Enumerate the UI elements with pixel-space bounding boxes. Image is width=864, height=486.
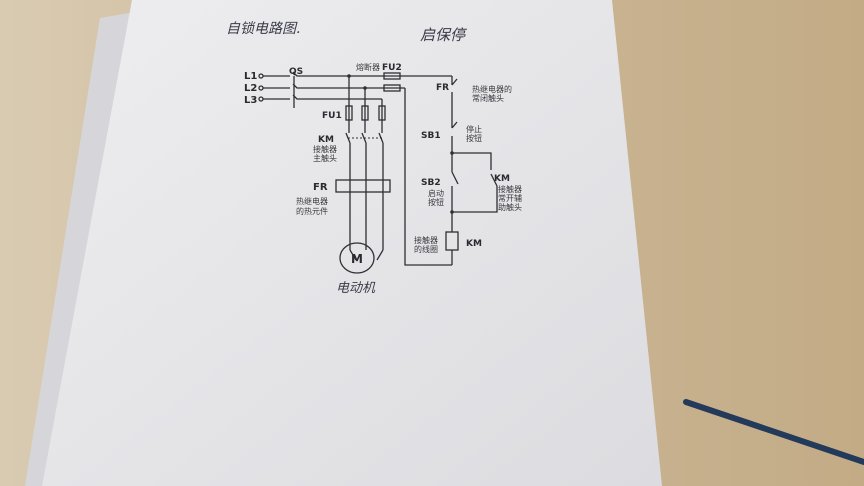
fr-contact-desc1: 热继电器的 [472,84,512,94]
km-aux-desc3: 助触头 [498,202,522,212]
title-right: 启保停 [420,26,468,44]
line-label-l1: L1 [244,71,257,82]
sb2-desc2: 按钮 [428,197,444,207]
circuit-diagram: 自锁电路图. 启保停 L1 L2 L3 QS 熔断器 FU2 FU1 KM 接触… [226,21,522,296]
fr-contact-desc2: 常闭触头 [472,93,504,103]
fr-heater-desc2: 的热元件 [296,206,328,216]
sb1-desc1: 停止 [466,124,482,134]
back-paper-sheet [25,12,135,486]
km-main-desc2: 主触头 [313,153,337,163]
pen [683,399,864,465]
qs-label: QS [289,67,303,77]
fr-heater-code: FR [313,182,328,193]
fr-heater-desc1: 热继电器 [296,196,328,206]
km-aux-code: KM [494,174,510,184]
sb2-code: SB2 [421,178,441,188]
title-left: 自锁电路图. [226,21,300,37]
motor-symbol [339,242,375,274]
km-coil-desc2: 的线圈 [414,244,438,254]
km-main-code: KM [318,135,334,145]
km-aux-desc1: 接触器 [498,184,522,194]
motor-label: M [351,252,363,266]
motor-caption: 电动机 [336,281,376,296]
line-label-l2: L2 [244,83,257,94]
line-label-l3: L3 [244,95,257,106]
fu2-desc: 熔断器 [356,62,380,72]
fu2-label: FU2 [382,63,402,73]
km-coil-code: KM [466,239,482,249]
km-coil-symbol [445,231,459,251]
km-main-desc1: 接触器 [313,144,337,154]
km-aux-desc2: 常开辅 [498,193,522,203]
sb1-desc2: 按钮 [466,133,482,143]
sb1-code: SB1 [421,131,441,141]
km-coil-desc1: 接触器 [414,235,438,245]
fu1-label: FU1 [322,111,342,121]
fr-contact-code: FR [436,83,449,93]
sb2-desc1: 启动 [428,188,444,198]
